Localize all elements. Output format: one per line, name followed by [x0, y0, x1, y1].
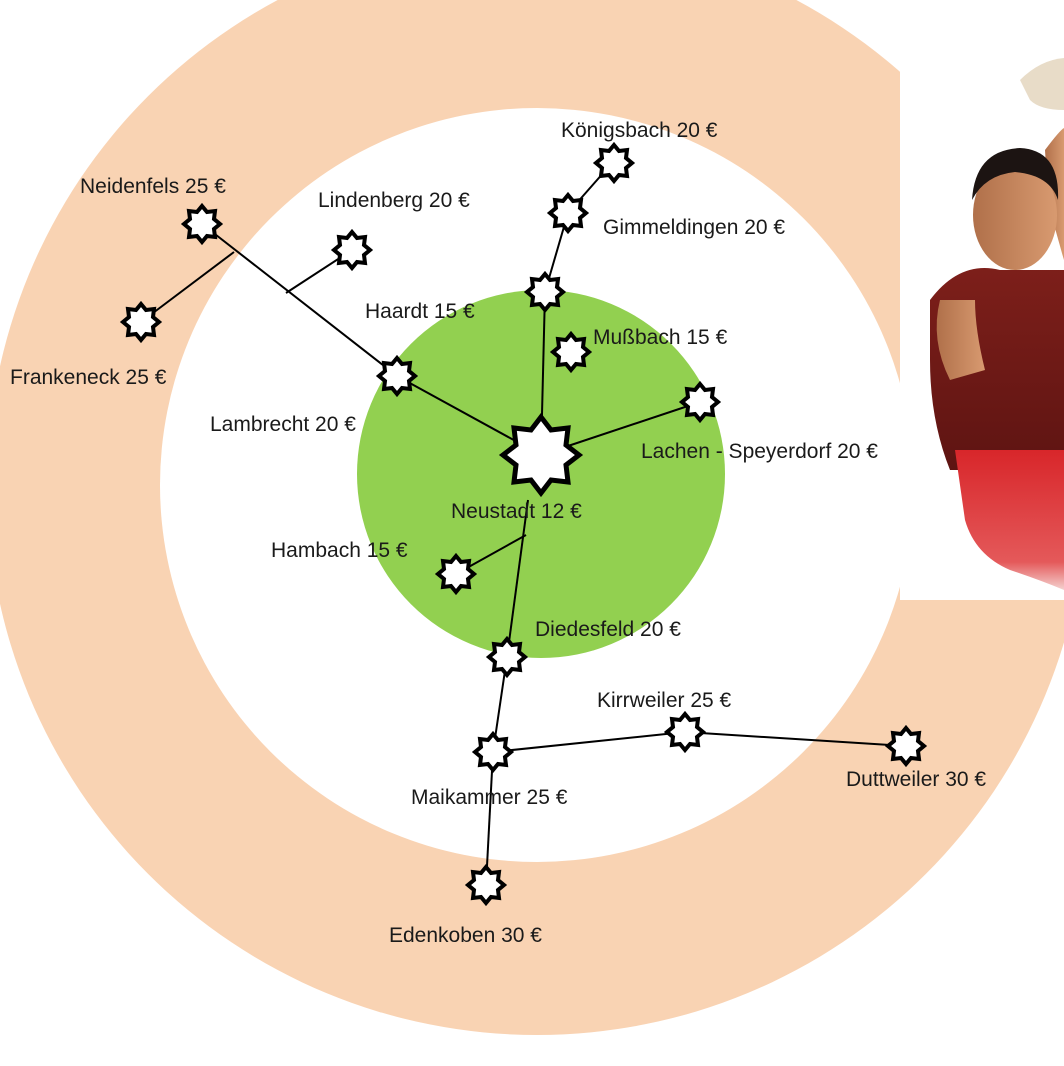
label-lindenberg: Lindenberg 20 € [318, 189, 470, 212]
label-hambach: Hambach 15 € [271, 539, 408, 562]
star-marker-icon-diedesfeld[interactable] [485, 635, 529, 679]
person-photo [900, 40, 1064, 600]
label-lambrecht: Lambrecht 20 € [210, 413, 356, 436]
label-koenigsbach: Königsbach 20 € [561, 119, 718, 142]
markers [119, 141, 928, 907]
place-labels: Königsbach 20 € Neidenfels 25 € Lindenbe… [10, 119, 986, 947]
label-frankeneck: Frankeneck 25 € [10, 366, 167, 389]
road-kirrweiler-duttweiler [684, 731, 907, 747]
label-lachen: Lachen - Speyerdorf 20 € [641, 440, 878, 463]
star-marker-icon-duttweiler[interactable] [884, 724, 928, 768]
star-marker-icon-kirrweiler[interactable] [663, 710, 707, 754]
road-neidenfels-lambrecht [201, 223, 398, 377]
road-neustadt-diedesfeld [506, 499, 529, 658]
road-frankeneck-branch [140, 251, 235, 323]
label-maikammer: Maikammer 25 € [411, 786, 568, 809]
label-neustadt: Neustadt 12 € [451, 500, 582, 523]
star-marker-icon-mussbach[interactable] [549, 330, 593, 374]
label-duttweiler: Duttweiler 30 € [846, 768, 986, 791]
star-marker-icon-lindenberg[interactable] [330, 228, 374, 272]
large-star-marker-icon-neustadt[interactable] [498, 412, 584, 498]
label-edenkoben: Edenkoben 30 € [389, 924, 542, 947]
star-marker-icon-koenigsbach[interactable] [592, 141, 636, 185]
star-marker-icon-lambrecht[interactable] [375, 354, 419, 398]
label-diedesfeld: Diedesfeld 20 € [535, 618, 681, 641]
road-maikammer-edenkoben [485, 751, 494, 886]
star-marker-icon-maikammer[interactable] [471, 730, 515, 774]
star-marker-icon-lachen[interactable] [678, 380, 722, 424]
label-gimmeldingen: Gimmeldingen 20 € [603, 216, 785, 239]
star-marker-icon-haardt[interactable] [523, 270, 567, 314]
label-kirrweiler: Kirrweiler 25 € [597, 689, 732, 712]
road-maikammer-kirrweiler [492, 731, 686, 753]
star-marker-icon-neidenfels[interactable] [180, 202, 224, 246]
label-haardt: Haardt 15 € [365, 300, 475, 323]
star-marker-icon-edenkoben[interactable] [464, 863, 508, 907]
label-mussbach: Mußbach 15 € [593, 326, 728, 349]
star-marker-icon-gimmeldingen[interactable] [546, 191, 590, 235]
star-marker-icon-hambach[interactable] [434, 552, 478, 596]
label-neidenfels: Neidenfels 25 € [80, 175, 226, 198]
star-marker-icon-frankeneck[interactable] [119, 300, 163, 344]
